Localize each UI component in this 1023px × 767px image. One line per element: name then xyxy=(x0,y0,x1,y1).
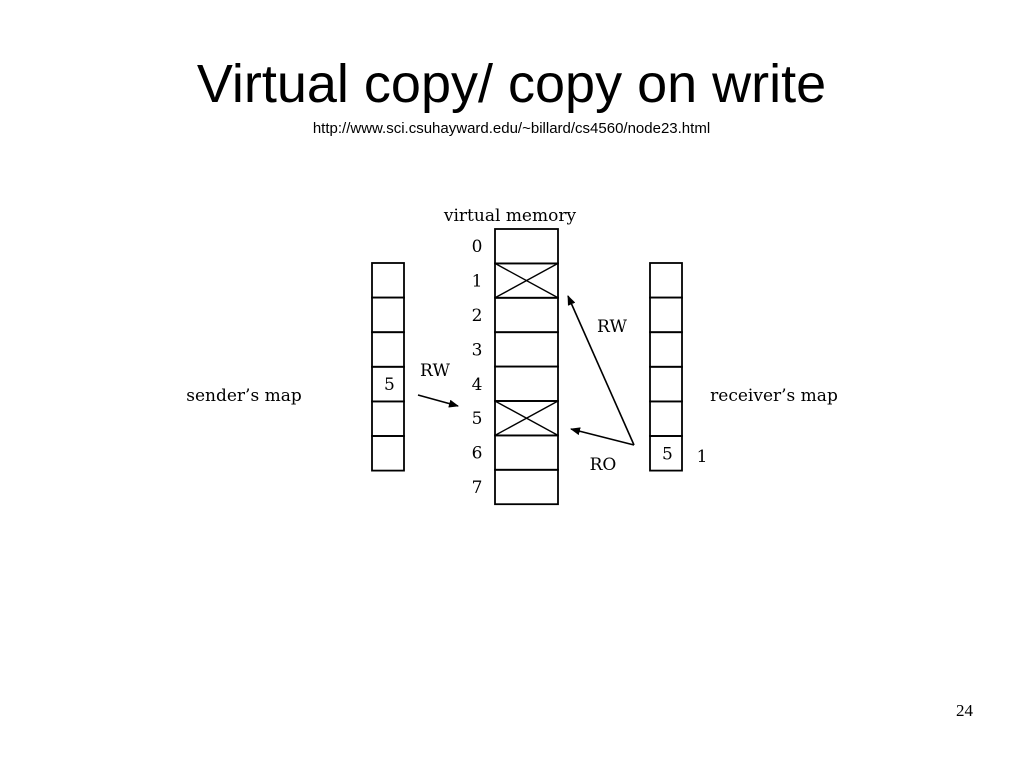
slide-title: Virtual copy/ copy on write xyxy=(196,54,827,114)
sender-map-cell xyxy=(371,435,405,472)
virtual-memory-index: 4 xyxy=(472,375,483,395)
virtual-memory-label: virtual memory xyxy=(443,206,577,226)
receiver-map-label: receiver’s map xyxy=(710,386,838,406)
virtual-memory-page xyxy=(494,468,559,506)
receiver-rw-label: RW xyxy=(597,317,627,337)
page-cross-mark xyxy=(494,400,559,437)
receiver-ro-label: RO xyxy=(590,455,617,475)
sender-map-label: sender’s map xyxy=(186,386,302,406)
receiver-map-cell-value: 5 xyxy=(662,444,673,464)
receiver-map-cell xyxy=(649,331,683,368)
page-cross-mark xyxy=(494,262,559,299)
receiver-map-cell xyxy=(649,365,683,403)
virtual-memory-index: 6 xyxy=(472,444,483,464)
virtual-memory-page xyxy=(494,331,559,368)
virtual-memory-page xyxy=(494,365,559,402)
sender-map-cell xyxy=(371,262,405,299)
receiver-map-cell xyxy=(649,296,683,334)
page-number: 24 xyxy=(956,701,973,720)
virtual-memory-index: 3 xyxy=(472,340,483,360)
source-url: http://www.sci.csuhayward.edu/~billard/c… xyxy=(312,120,711,137)
receiver-map-cell xyxy=(649,435,683,472)
sender-map-cell-value: 5 xyxy=(384,375,395,395)
virtual-memory-column: 0 1 2 3 4 5 6 7 xyxy=(472,228,559,506)
sender-to-page5-arrow xyxy=(417,394,459,408)
receiver-map-cell xyxy=(649,400,683,437)
virtual-memory-index: 2 xyxy=(472,306,483,326)
virtual-memory-index: 5 xyxy=(472,409,483,429)
receiver-to-page5-arrow xyxy=(570,427,635,446)
virtual-memory-page xyxy=(494,434,559,471)
sender-map-cell xyxy=(371,400,405,437)
sender-arrow-label: RW xyxy=(420,361,450,381)
sender-map: 5 xyxy=(371,262,405,472)
virtual-memory-page xyxy=(494,296,559,334)
receiver-map: 5 xyxy=(649,262,683,472)
receiver-map-cell xyxy=(649,262,683,299)
virtual-memory-index: 7 xyxy=(472,478,483,498)
receiver-side-note: 1 xyxy=(697,447,708,467)
virtual-memory-page xyxy=(494,228,559,265)
receiver-to-page1-arrow xyxy=(567,295,635,446)
sender-map-cell xyxy=(371,296,405,334)
virtual-memory-index: 1 xyxy=(472,272,483,292)
virtual-memory-index: 0 xyxy=(472,237,483,257)
sender-map-cell xyxy=(371,331,405,368)
